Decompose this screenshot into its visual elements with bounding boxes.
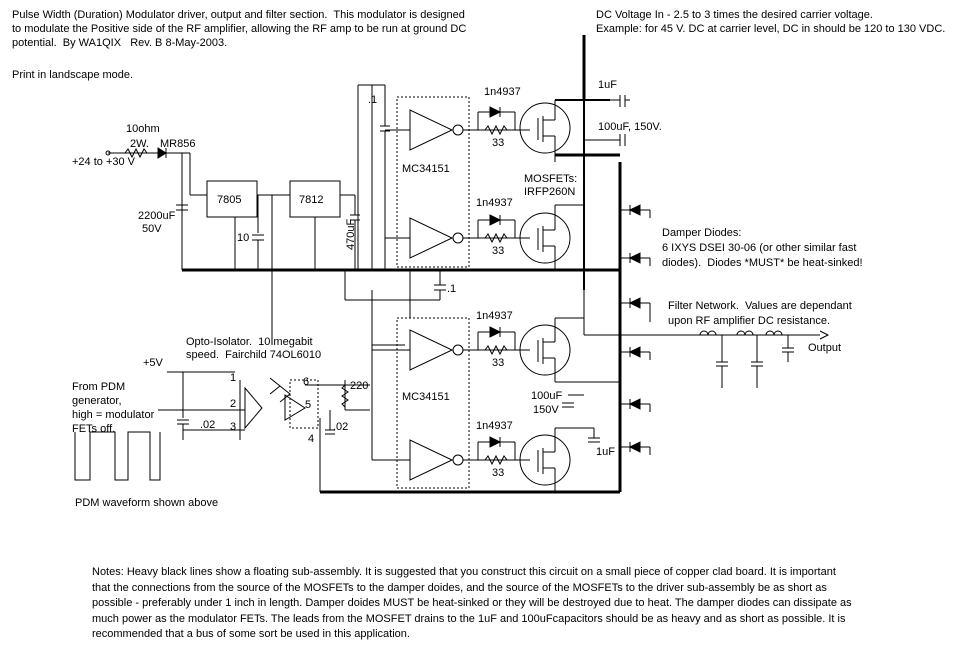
label-pin-5: 5 [305, 399, 312, 411]
title-line-3: potential. By WA1QIX Rev. B 8-May-2003. [12, 37, 228, 49]
label-pdm-1: From PDM [72, 381, 126, 393]
title-line-2: to modulate the Positive side of the RF … [12, 23, 467, 35]
label-ic-bottom: MC34151 [402, 391, 450, 403]
gate-network-4 [463, 436, 530, 466]
label-pin-4: 4 [308, 433, 315, 445]
mosfet-3 [519, 317, 620, 383]
label-2w: 2W. [130, 138, 149, 150]
label-opto-2: speed. Fairchild 74OL6010 [186, 349, 322, 361]
label-r33-2: 33 [492, 245, 505, 257]
label-cap-150v-bottom: 150V [533, 404, 559, 416]
label-cap-1uf-top: 1uF [598, 79, 617, 91]
label-cap-10: 10 [237, 232, 250, 244]
label-pin-6: 6 [303, 376, 310, 388]
diode-mr856 [157, 147, 167, 159]
label-10ohm: 10ohm [126, 123, 160, 135]
label-diode-3: 1n4937 [476, 310, 513, 322]
label-damper-2: 6 IXYS DSEI 30-06 (or other similar fast [662, 242, 857, 254]
dc-in-line-1: DC Voltage In - 2.5 to 3 times the desir… [596, 9, 873, 21]
label-cap-02-left: .02 [200, 419, 216, 431]
ic-mc34151-bottom [396, 317, 470, 489]
resistor-10ohm [124, 147, 148, 159]
print-note: Print in landscape mode. [12, 69, 134, 81]
title-line-1: Pulse Width (Duration) Modulator driver,… [12, 9, 465, 21]
label-pdm-3: high = modulator [72, 409, 155, 421]
label-cap-mid: .1 [447, 283, 457, 295]
pdm-waveform [74, 431, 161, 481]
gate-network-1 [463, 106, 530, 136]
label-cap-100uf-top: 100uF, 150V. [598, 121, 662, 133]
opto-isolator [239, 377, 319, 440]
label-2200uf: 2200uF [138, 210, 176, 222]
driver-gate-2 [409, 217, 454, 259]
gate-network-3 [463, 326, 530, 356]
input-terminal [105, 150, 111, 156]
label-diode-1: 1n4937 [484, 86, 521, 98]
label-input-voltage: +24 to +30 V [72, 156, 135, 168]
mosfet-2 [519, 204, 584, 270]
label-filter-1: Filter Network. Values are dependant [668, 300, 852, 312]
label-diode-4: 1n4937 [476, 420, 513, 432]
reg-7805 [206, 180, 258, 218]
driver-gate-4 [409, 439, 454, 481]
label-cap-1uf-bottom: 1uF [596, 446, 615, 458]
label-pin-1: 1 [230, 372, 237, 384]
label-mr856: MR856 [160, 138, 196, 150]
label-7812: 7812 [299, 194, 324, 206]
label-r33-4: 33 [492, 467, 505, 479]
label-output: Output [808, 342, 842, 354]
label-470uf: 470uF [345, 218, 357, 250]
label-r220: 220 [350, 380, 369, 392]
label-pdm-4: FETs off. [72, 423, 116, 435]
label-5v: +5V [143, 357, 163, 369]
damper-diodes [620, 204, 651, 455]
dc-in-line-2: Example: for 45 V. DC at carrier level, … [596, 23, 946, 35]
label-damper-3: diodes). Diodes *MUST* be heat-sinked! [662, 257, 863, 269]
label-ic-top: MC34151 [402, 163, 450, 175]
label-irfp260n: IRFP260N [524, 186, 576, 198]
label-pdm-2: generator, [72, 395, 122, 407]
filter-network [699, 330, 794, 388]
ic-mc34151-top [396, 96, 470, 268]
driver-gate-3 [409, 329, 454, 371]
label-cap-top: .1 [368, 94, 378, 106]
label-7805: 7805 [217, 194, 242, 206]
label-cap-100uf-bottom: 100uF [531, 390, 563, 402]
label-cap-02-right: .02 [333, 421, 349, 433]
label-r33-3: 33 [492, 357, 505, 369]
label-pdm-caption: PDM waveform shown above [75, 497, 219, 509]
mosfet-1 [519, 100, 571, 162]
label-pin-3: 3 [230, 421, 237, 433]
label-mosfets: MOSFETs: [524, 173, 578, 185]
driver-gate-1 [409, 109, 454, 151]
label-r33-1: 33 [492, 137, 505, 149]
label-damper-1: Damper Diodes: [662, 227, 742, 239]
label-filter-2: upon RF amplifier DC resistance. [668, 315, 831, 327]
label-diode-2: 1n4937 [476, 197, 513, 209]
gate-network-2 [463, 214, 530, 244]
mosfet-4 [519, 427, 594, 492]
label-pin-2: 2 [230, 398, 237, 410]
notes-paragraph: Notes: Heavy black lines show a floating… [92, 566, 852, 640]
label-50v: 50V [142, 223, 162, 235]
label-opto-1: Opto-Isolator. 10 megabit [186, 336, 313, 348]
